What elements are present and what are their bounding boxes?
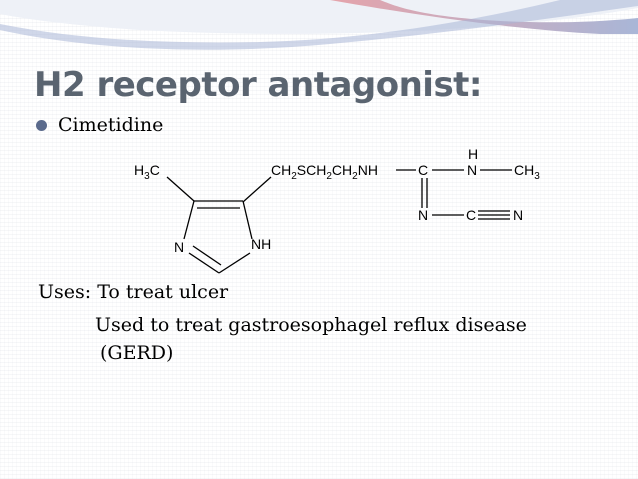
header-swoosh <box>0 0 638 50</box>
nitrile-c: C <box>466 207 476 223</box>
side-chain-part: 2 <box>291 171 297 182</box>
ring-n: N <box>174 239 184 255</box>
structure-bonds <box>166 169 512 274</box>
side-chain-part: CH <box>271 162 291 178</box>
bullet-dot-icon <box>36 119 47 131</box>
bond-c2-n1 <box>218 252 251 274</box>
swoosh-front-band <box>0 0 638 50</box>
amine-n: N <box>467 162 477 178</box>
uses-detail-1: Used to treat gastroesophagel reflux dis… <box>95 314 527 336</box>
bond-n3-c2-double <box>192 245 222 266</box>
methyl-c: C <box>150 162 160 178</box>
bullet-item: Cimetidine <box>36 112 163 138</box>
uses-line: Uses: To treat ulcer <box>38 279 228 305</box>
amine-h: H <box>468 146 478 162</box>
ring-nh: NH <box>251 236 271 252</box>
bond-methyl <box>166 176 195 202</box>
bond-c5-n1 <box>242 200 253 240</box>
side-chain-part: 2 <box>352 171 358 182</box>
imine-n: N <box>418 207 428 223</box>
terminal-sub: 3 <box>534 171 540 182</box>
methyl-sub: 3 <box>144 171 150 182</box>
uses-detail-2: (GERD) <box>100 342 174 364</box>
side-chain-part: 2 <box>326 171 332 182</box>
swoosh-main-band <box>0 0 638 34</box>
terminal-methyl: CH3 <box>514 162 540 182</box>
slide-title: H2 receptor antagonist: <box>34 65 483 105</box>
terminal-ch: CH <box>514 162 534 178</box>
uses-label: Uses: <box>38 281 92 303</box>
methyl-label: H3C <box>134 162 160 182</box>
side-chain-part: NH <box>358 162 378 178</box>
center-carbon: C <box>418 162 428 178</box>
nitrile-n: N <box>513 207 523 223</box>
side-chain-part: CH <box>332 162 352 178</box>
uses-text: To treat ulcer <box>97 281 229 303</box>
bond-c4-n3 <box>183 200 195 240</box>
side-chain-label: CH2SCH2CH2NH <box>271 162 378 182</box>
bond-chain <box>242 176 272 203</box>
bond-n3-c2 <box>188 252 220 274</box>
bullet-text: Cimetidine <box>58 114 164 136</box>
methyl-h: H <box>134 162 144 178</box>
side-chain-part: SCH <box>297 162 327 178</box>
